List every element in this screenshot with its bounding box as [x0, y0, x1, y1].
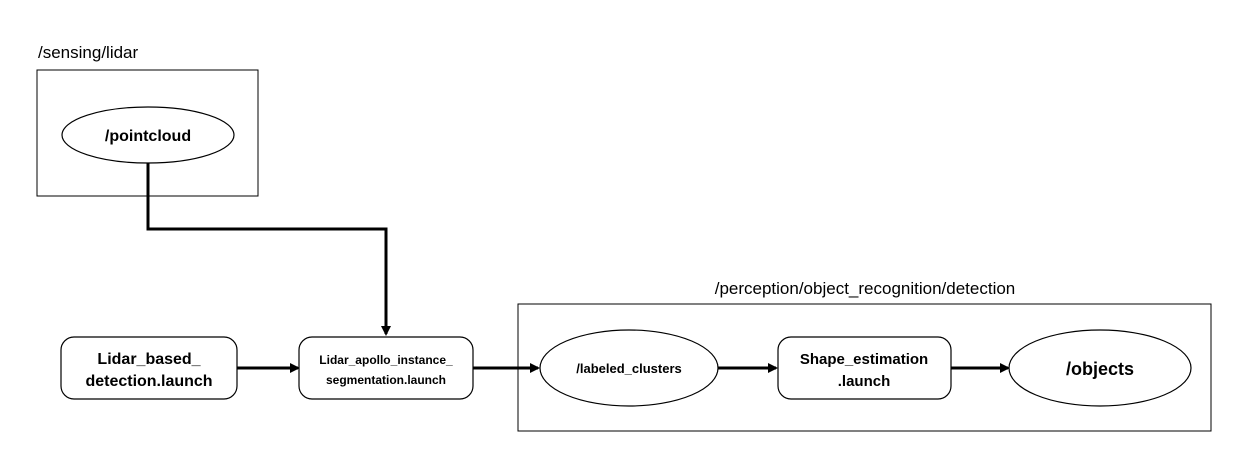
edge-pointcloud-to-apollo [146, 163, 391, 336]
node-lidar-apollo-instance-segmentation[interactable]: Lidar_apollo_instance_ segmentation.laun… [298, 336, 474, 400]
objects-label: /objects [1066, 359, 1134, 379]
lidar-based-label-line1: Lidar_based_ [97, 351, 201, 368]
apollo-label-line2: segmentation.launch [326, 373, 446, 387]
labeled-clusters-ellipse [539, 329, 719, 407]
node-shape-estimation[interactable]: Shape_estimation .launch [777, 336, 952, 400]
sensing-group-label: /sensing/lidar [38, 43, 139, 62]
shape-estimation-box [777, 336, 952, 400]
node-labeled-clusters[interactable]: /labeled_clusters [539, 329, 719, 407]
perception-group-label: /perception/object_recognition/detection [715, 279, 1016, 298]
node-lidar-based-detection[interactable]: Lidar_based_ detection.launch [60, 336, 238, 400]
pointcloud-ellipse [61, 106, 235, 164]
pointcloud-label: /pointcloud [105, 128, 191, 145]
lidar-based-label-line2: detection.launch [85, 373, 212, 390]
objects-ellipse [1008, 329, 1192, 407]
node-pointcloud[interactable]: /pointcloud [61, 106, 235, 164]
lidar-based-box [60, 336, 238, 400]
apollo-label-line1: Lidar_apollo_instance_ [319, 353, 453, 367]
shape-estimation-label-line2: .launch [838, 373, 891, 390]
node-objects[interactable]: /objects [1008, 329, 1192, 407]
apollo-box [298, 336, 474, 400]
labeled-clusters-label: /labeled_clusters [576, 361, 682, 376]
shape-estimation-label-line1: Shape_estimation [800, 351, 928, 368]
